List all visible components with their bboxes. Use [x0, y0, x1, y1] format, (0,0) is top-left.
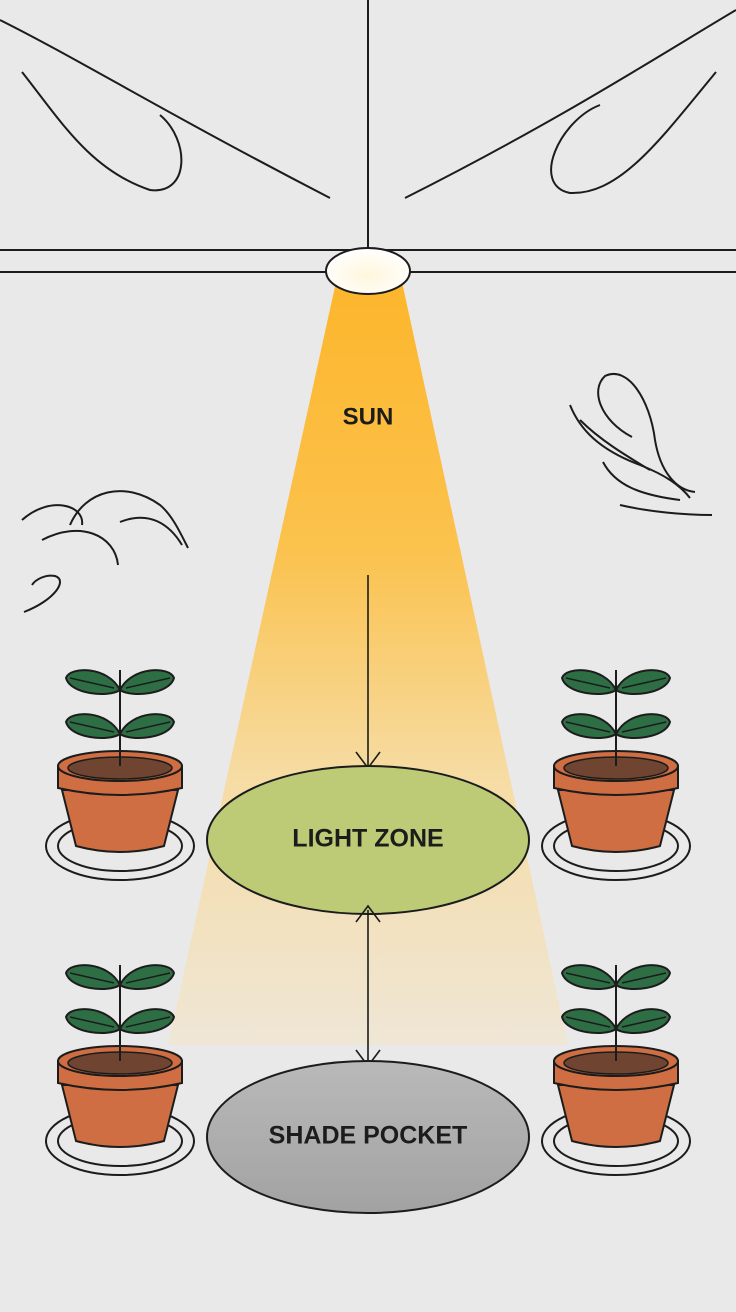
wind-swirl-icon	[21, 490, 189, 613]
wind-swirl-icon	[569, 373, 713, 516]
shade-pocket-label: SHADE POCKET	[269, 1122, 468, 1150]
sun-label: SUN	[343, 403, 394, 430]
light-zone-label: LIGHT ZONE	[292, 825, 443, 853]
lamp-icon	[325, 247, 411, 295]
shade-pocket	[206, 1060, 530, 1214]
